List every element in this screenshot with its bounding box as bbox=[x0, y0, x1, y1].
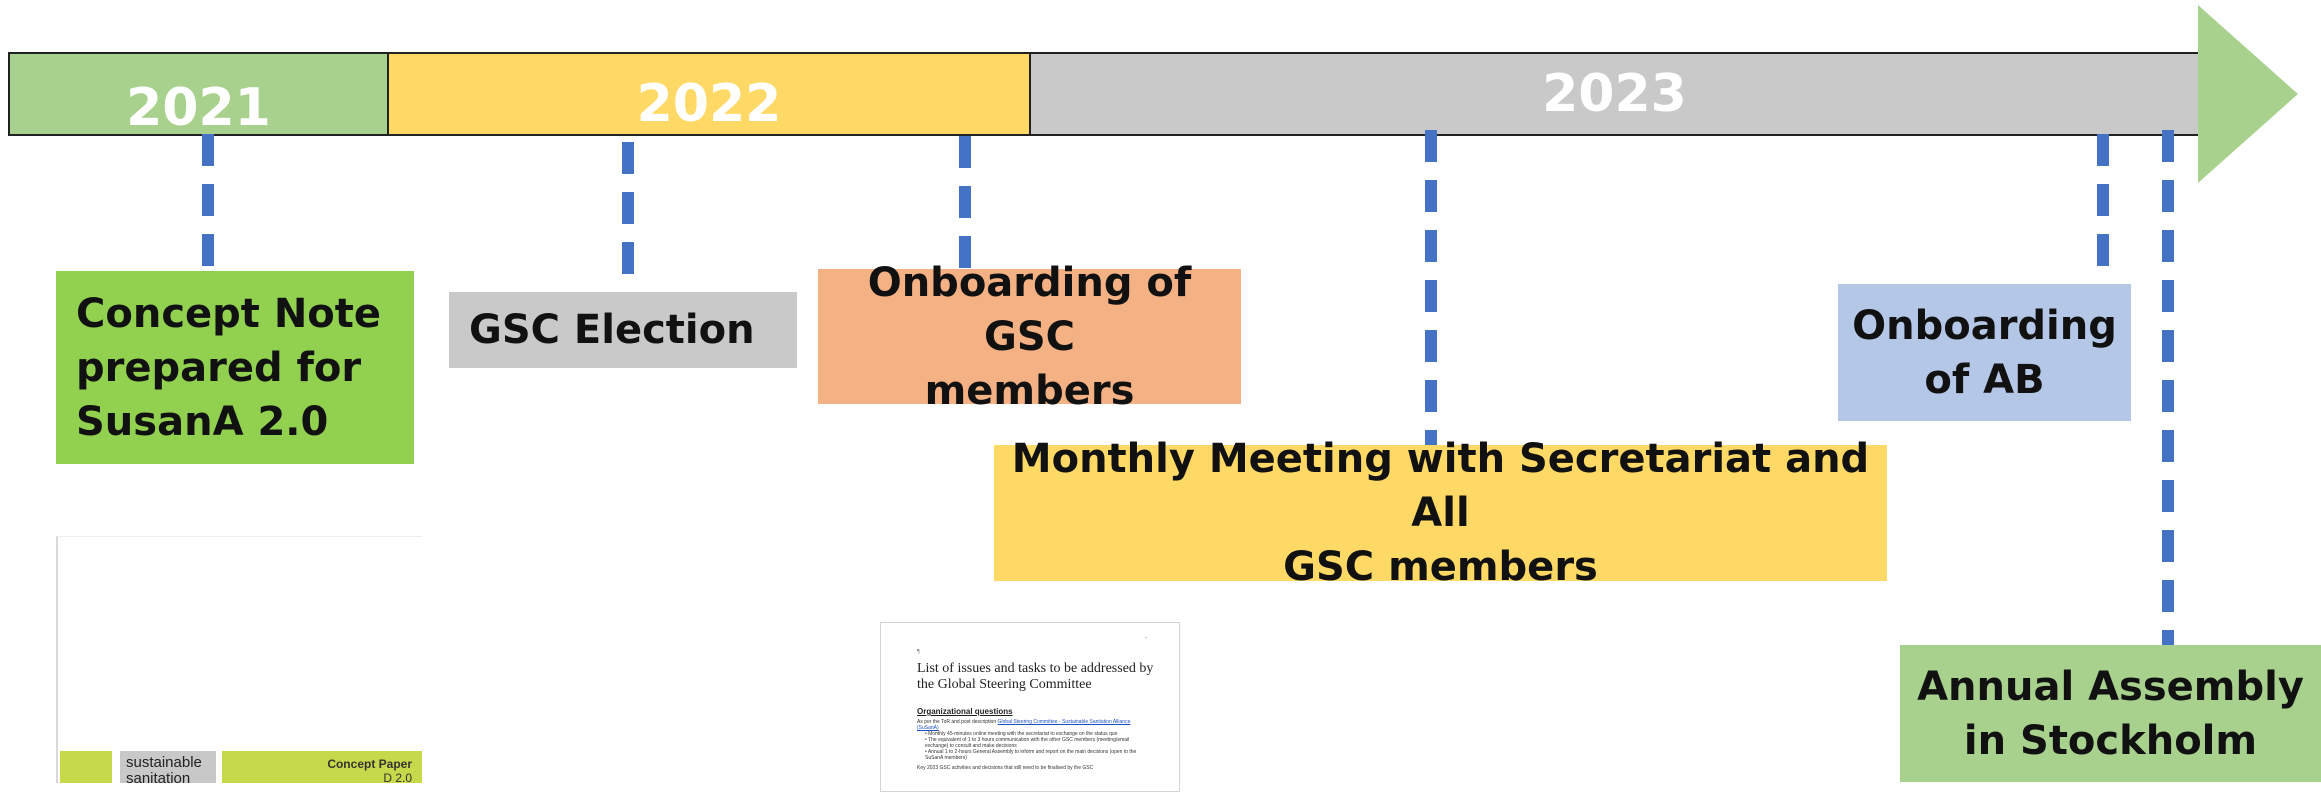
issues-list-title: List of issues and tasks to be addressed… bbox=[917, 661, 1154, 692]
issues-list-bullet: • The equivalent of 1 to 3 hours communi… bbox=[925, 737, 1130, 749]
event-gsc-election: GSC Election bbox=[449, 292, 797, 368]
event-monthly-meeting: Monthly Meeting with Secretariat and All… bbox=[994, 436, 1887, 590]
concept-paper-banner: Concept Paper D 2.0 bbox=[222, 751, 422, 783]
year-label-2023: 2023 bbox=[1542, 64, 1687, 124]
onboarding-ab-line-1: Onboarding bbox=[1852, 302, 2117, 349]
issues-list-bullet-text: Monthly 45-minutes online meeting with t… bbox=[928, 731, 1118, 737]
issues-list-section: Organizational questions bbox=[917, 707, 1013, 716]
concept-paper-thumbnail: sustainable sanitation Concept Paper D 2… bbox=[56, 536, 422, 783]
issues-list-bullet: • Annual 1 to 2-hours General Assembly t… bbox=[925, 749, 1137, 761]
year-segment-2023: 2023 bbox=[1029, 52, 2200, 136]
connector-concept-note bbox=[202, 134, 214, 272]
onboarding-gsc-line-2: members bbox=[924, 367, 1135, 414]
year-label-2021: 2021 bbox=[126, 78, 271, 138]
issues-list-intro: As per the ToR and post description bbox=[917, 719, 997, 725]
connector-annual-assembly bbox=[2162, 130, 2174, 646]
monthly-meeting-line-2: GSC members bbox=[1283, 544, 1598, 590]
issues-list-intro-link[interactable]: Global Steering Committee - Sustainable … bbox=[917, 719, 1131, 731]
year-segment-2021: 2021 bbox=[8, 52, 389, 138]
concept-paper-label: Concept Paper bbox=[327, 757, 412, 771]
concept-note-line-3: SusanA 2.0 bbox=[76, 398, 329, 445]
annual-assembly-line-1: Annual Assembly bbox=[1917, 663, 2304, 710]
event-onboarding-ab: Onboarding of AB bbox=[1838, 284, 2131, 421]
timeline-arrow-head bbox=[2198, 5, 2298, 183]
issues-list-bullet-text: The equivalent of 1 to 3 hours communica… bbox=[925, 737, 1130, 749]
issues-list-bullet: • Monthly 45-minutes online meeting with… bbox=[925, 731, 1118, 737]
event-annual-assembly: Annual Assembly in Stockholm bbox=[1900, 645, 2321, 782]
concept-note-line-1: Concept Note bbox=[76, 290, 382, 337]
page-corner-mark: ⌐ bbox=[1145, 635, 1149, 641]
connector-monthly-meeting bbox=[1425, 130, 1437, 446]
connector-gsc-election bbox=[622, 142, 634, 274]
connector-onboarding-gsc bbox=[959, 136, 971, 270]
issues-list-bullet-text: Annual 1 to 2-hours General Assembly to … bbox=[925, 749, 1137, 761]
gsc-election-label: GSC Election bbox=[469, 307, 755, 353]
monthly-meeting-line-1: Monthly Meeting with Secretariat and All bbox=[1011, 436, 1870, 536]
year-segment-2022: 2022 bbox=[387, 52, 1031, 136]
concept-note-line-2: prepared for bbox=[76, 344, 362, 391]
onboarding-gsc-line-1: Onboarding of GSC bbox=[867, 259, 1192, 360]
issues-list-thumbnail: ¶ ⌐ List of issues and tasks to be addre… bbox=[880, 622, 1180, 792]
annual-assembly-line-2: in Stockholm bbox=[1963, 717, 2258, 764]
issues-list-footer: Key 2023 GSC activities and decisions th… bbox=[917, 765, 1094, 771]
concept-paper-color-block bbox=[60, 751, 112, 783]
year-label-2022: 2022 bbox=[636, 74, 782, 134]
concept-paper-brand: sustainable sanitation bbox=[120, 751, 216, 783]
paragraph-mark-top: ¶ bbox=[917, 649, 920, 655]
onboarding-ab-line-2: of AB bbox=[1924, 356, 2045, 403]
event-concept-note: Concept Note prepared for SusanA 2.0 bbox=[56, 271, 414, 464]
connector-onboarding-ab bbox=[2097, 134, 2109, 284]
issues-list-body: As per the ToR and post description Glob… bbox=[917, 719, 1153, 771]
concept-paper-label-suffix: D 2.0 bbox=[383, 771, 412, 783]
event-onboarding-gsc: Onboarding of GSC members bbox=[818, 260, 1241, 414]
